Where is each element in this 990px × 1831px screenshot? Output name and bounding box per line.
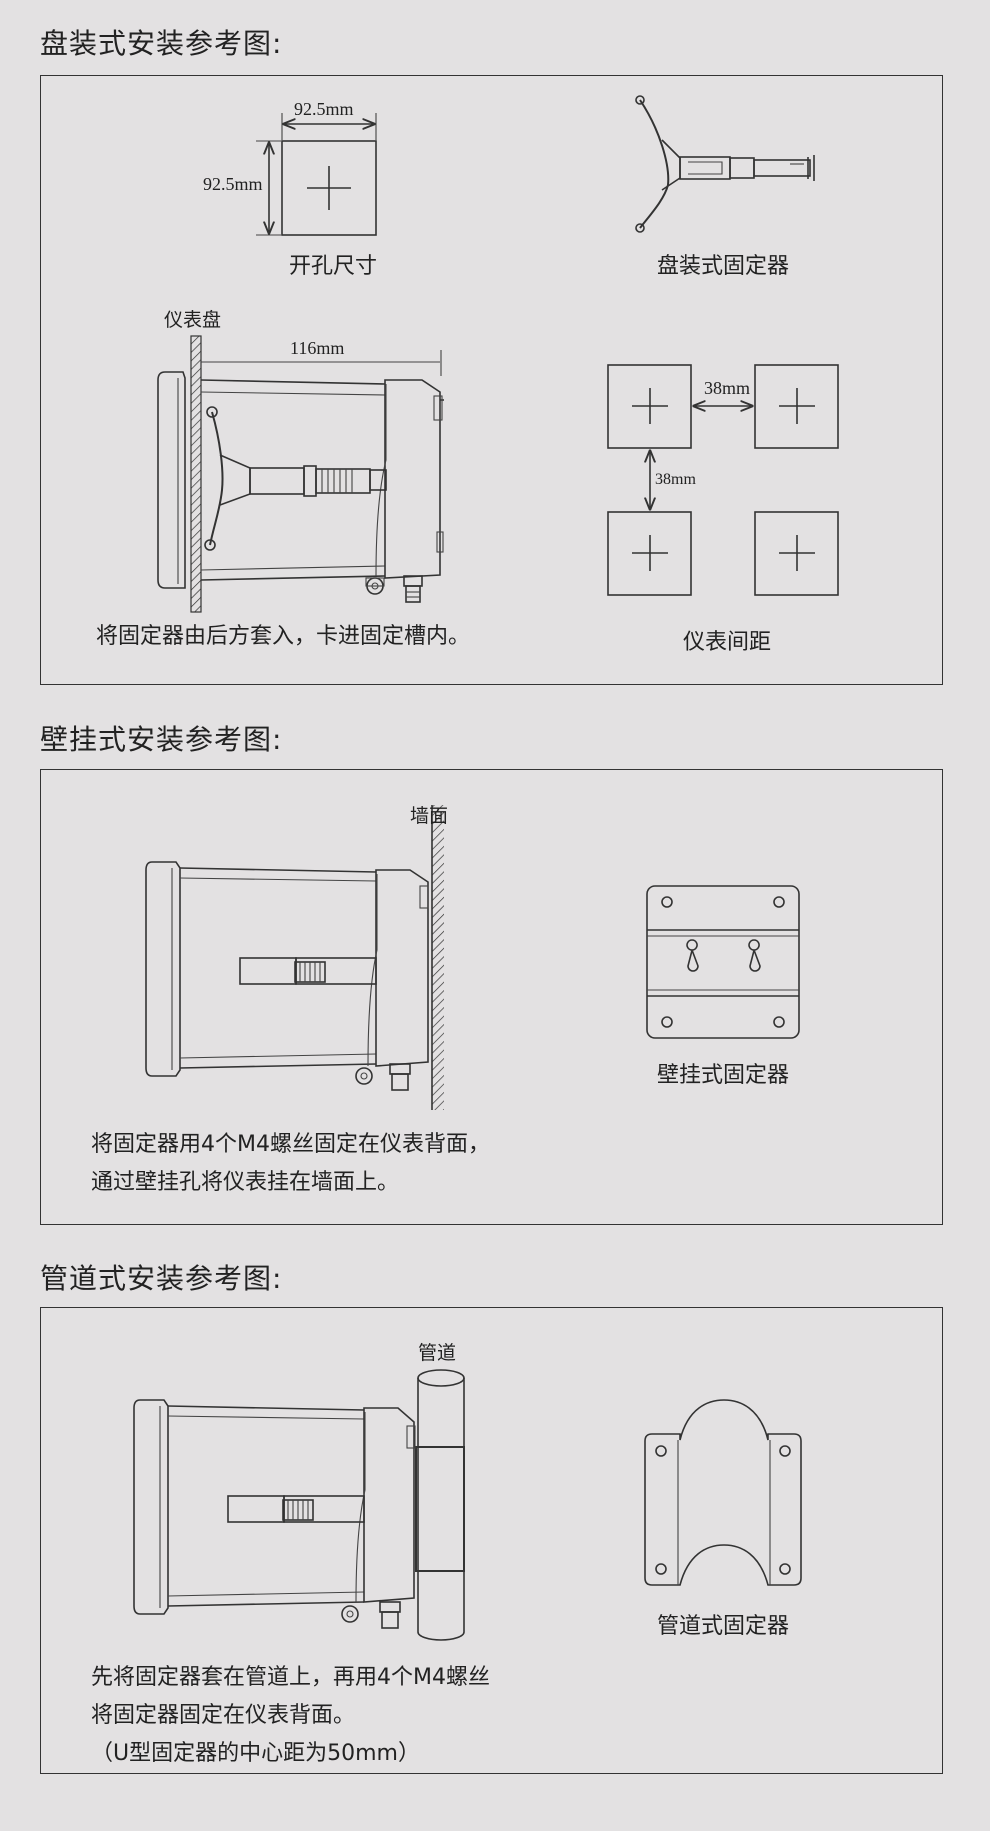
spacing-h-label: 38mm <box>704 378 751 398</box>
pipe-note-line-3: （U型固定器的中心距为50mm） <box>91 1741 420 1766</box>
wall-label: 墙面 <box>410 805 449 827</box>
pipe-bracket-caption: 管道式固定器 <box>656 1614 790 1639</box>
section-title-wall-mount: 壁挂式安装参考图: <box>40 723 283 756</box>
section-title-pipe-mount: 管道式安装参考图: <box>40 1262 283 1295</box>
section-title-panel-mount: 盘装式安装参考图: <box>40 27 283 60</box>
wall-note-line-1: 将固定器用4个M4螺丝固定在仪表背面， <box>91 1132 490 1157</box>
cutout-width-label: 92.5mm <box>294 99 354 119</box>
wall-mount-box <box>40 769 943 1225</box>
wall-note-line-2: 通过壁挂孔将仪表挂在墙面上。 <box>91 1170 400 1195</box>
panel-mount-note: 将固定器由后方套入，卡进固定槽内。 <box>96 624 471 649</box>
cutout-square <box>256 113 377 236</box>
panel-label: 仪表盘 <box>164 309 222 331</box>
wall-bracket-drawing <box>646 885 800 1039</box>
instrument-spacing-grid <box>607 364 839 596</box>
pipe-mount-box <box>40 1307 943 1774</box>
cutout-caption: 开孔尺寸 <box>288 254 378 279</box>
depth-label: 116mm <box>290 338 345 358</box>
pipe-note-line-1: 先将固定器套在管道上，再用4个M4螺丝 <box>91 1665 490 1690</box>
wall-bracket-caption: 壁挂式固定器 <box>656 1063 790 1088</box>
pipe-label: 管道 <box>418 1342 457 1364</box>
wall-mounted-instrument-side <box>145 805 444 1110</box>
spacing-caption: 仪表间距 <box>682 630 772 655</box>
pipe-note-line-2: 将固定器固定在仪表背面。 <box>91 1703 356 1728</box>
pipe-bracket-drawing <box>644 1399 802 1586</box>
panel-mount-box <box>40 75 943 685</box>
spacing-v-label: 38mm <box>655 471 696 488</box>
cutout-height-label: 92.5mm <box>203 174 263 194</box>
pipe-mounted-instrument-side <box>133 1369 465 1641</box>
panel-bracket-caption: 盘装式固定器 <box>656 254 790 279</box>
panel-bracket-drawing <box>635 95 815 233</box>
panel-mounted-instrument-side <box>157 335 444 613</box>
